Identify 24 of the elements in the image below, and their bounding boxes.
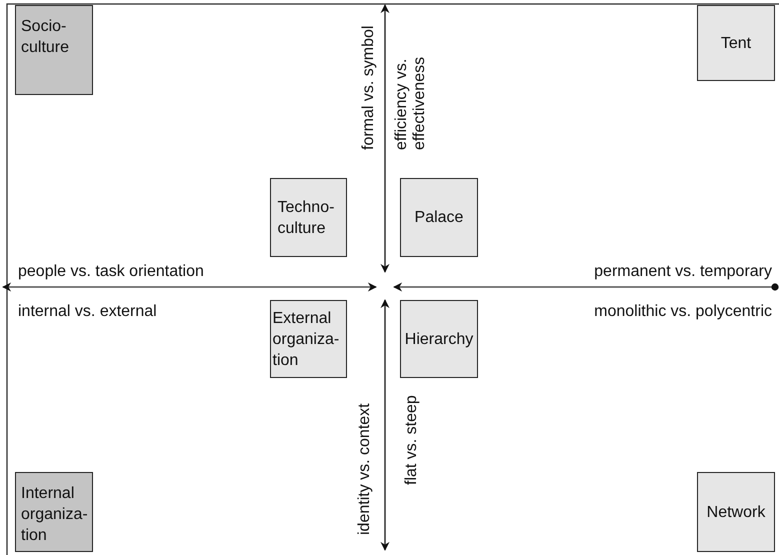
axis-label: efficiency vs. effectiveness: [393, 56, 429, 150]
box-label: Network: [706, 502, 766, 522]
box-label: Tent: [720, 34, 752, 54]
axis-label: permanent vs. temporary: [594, 262, 772, 282]
category-box: [400, 178, 478, 257]
category-box: [697, 472, 775, 552]
box-label: External organiza-tion: [272, 308, 340, 370]
axis-label: flat vs. steep: [403, 395, 421, 485]
box-label: Hierarchy: [404, 330, 474, 350]
axis-label: identity vs. context: [356, 402, 374, 535]
category-box: [270, 300, 347, 378]
axis-label: people vs. task orientation: [18, 262, 204, 282]
category-box: [400, 300, 478, 378]
axis-label: formal vs. symbol: [360, 26, 378, 150]
box-label: Internal organiza-tion: [21, 484, 88, 546]
axis-label: internal vs. external: [18, 302, 157, 322]
box-label: Techno-culture: [278, 198, 336, 238]
category-box: [15, 5, 93, 95]
box-label: Socio-culture: [21, 17, 70, 58]
category-box: [697, 5, 775, 81]
category-box: [15, 472, 93, 552]
axis-label: monolithic vs. polycentric: [594, 302, 772, 322]
box-label: Palace: [414, 208, 464, 228]
category-box: [270, 178, 347, 257]
